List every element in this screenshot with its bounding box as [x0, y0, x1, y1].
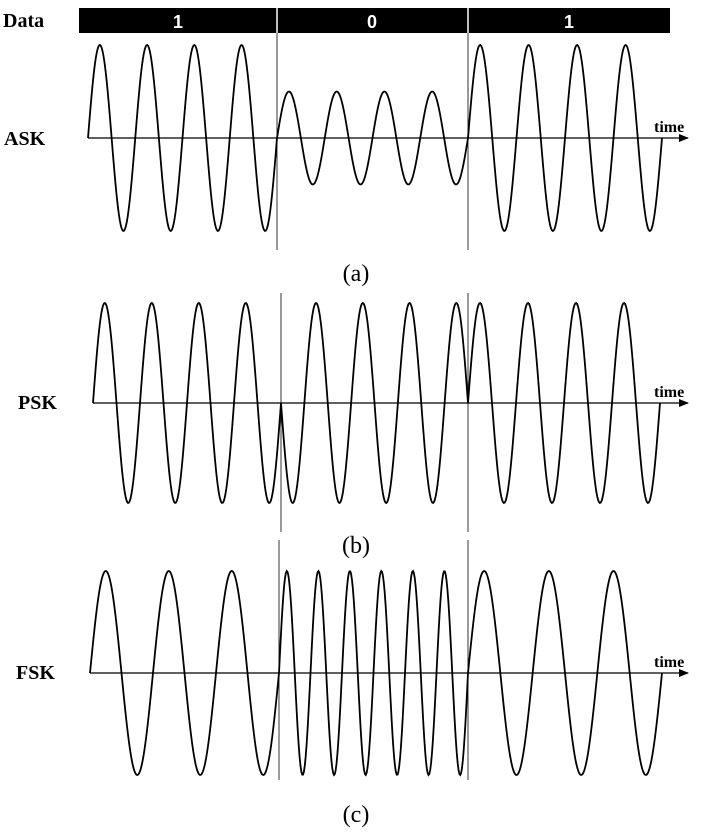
psk-axis-label: time [654, 384, 684, 401]
psk-panel: PSK time (b) [18, 293, 689, 559]
fsk-label: FSK [16, 662, 55, 684]
fsk-panel: FSK time (c) [16, 540, 689, 828]
fsk-caption: (c) [343, 802, 370, 828]
ask-caption: (a) [343, 261, 370, 287]
data-label: Data [3, 10, 44, 32]
data-bit-3: 1 [564, 12, 574, 32]
psk-caption: (b) [342, 533, 370, 559]
ask-waveform [87, 43, 663, 233]
data-bar: Data 1 0 1 [3, 8, 670, 33]
data-bit-2: 0 [367, 12, 377, 32]
ask-panel: ASK time (a) [4, 33, 689, 287]
ask-axis-label: time [654, 119, 684, 136]
psk-waveform [92, 301, 661, 505]
ask-label: ASK [4, 128, 46, 150]
fsk-waveform [89, 569, 663, 777]
psk-label: PSK [18, 392, 57, 414]
data-bar-background [79, 8, 670, 33]
fsk-axis-label: time [654, 654, 684, 671]
data-bit-1: 1 [173, 12, 183, 32]
